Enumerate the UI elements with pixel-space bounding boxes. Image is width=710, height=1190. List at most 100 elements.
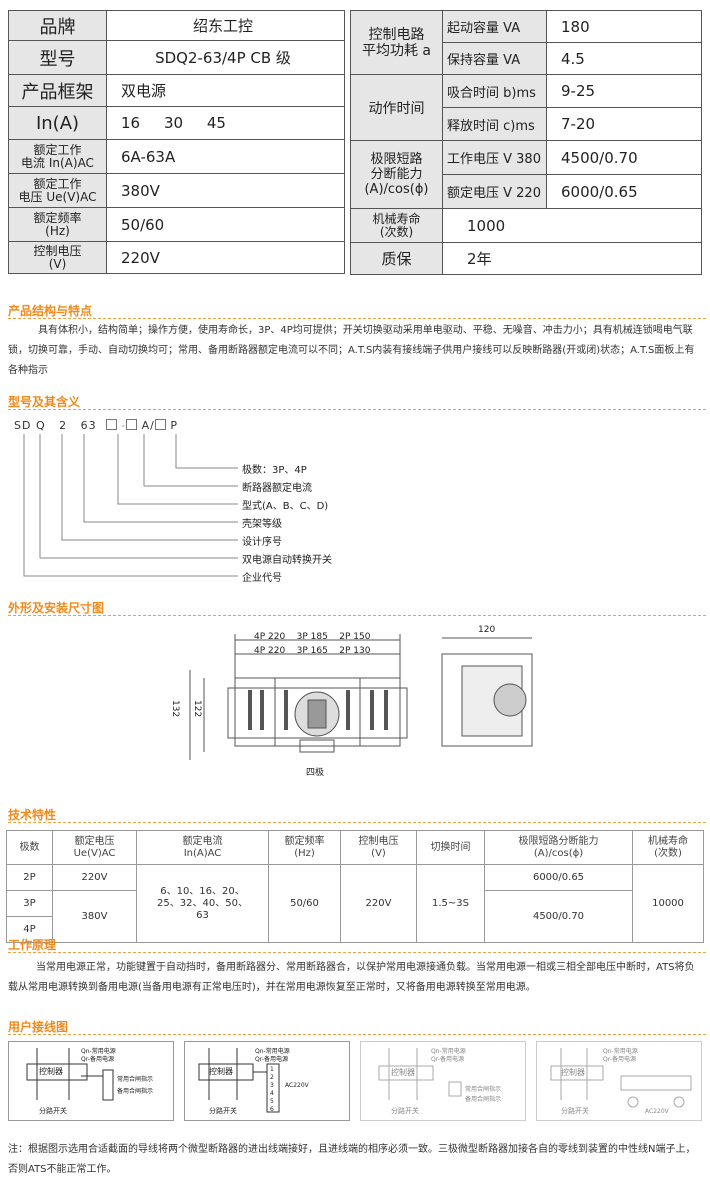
dimension-drawing [189, 634, 533, 760]
frequency-label: 额定频率(Hz) [8, 207, 107, 242]
th-voltage: 额定电压 Ue(V)AC [52, 830, 137, 865]
power-sub-2: 保持容量 VA [442, 42, 547, 75]
th-frequency: 额定频率 (Hz) [268, 830, 341, 865]
wiring-title: 用户接线图 [8, 1020, 69, 1034]
dim-caption: 四极 [306, 768, 325, 778]
model-item-design: 设计序号 [242, 537, 282, 548]
life-cell: 10000 [632, 864, 704, 943]
wiring-2-branch: 分路开关 [209, 1107, 237, 1115]
wiring-4-legend-qn: Qn-常用电源 [603, 1048, 638, 1055]
breaking-sub-2: 额定电压 V 220 [442, 174, 547, 209]
control-voltage-label: 控制电压(V) [8, 241, 107, 274]
action-value-2: 7-20 [546, 107, 702, 141]
structure-text: 具有体积小，结构简单；操作方便，使用寿命长，3P、4P均可提供；开关切换驱动采用… [8, 325, 695, 376]
breaking-value-1: 4500/0.70 [546, 140, 702, 175]
dim-top-row: 4P 220 3P 185 2P 150 [254, 632, 371, 642]
breaking-sub-1: 工作电压 V 380 [442, 140, 547, 175]
model-item-frame: 壳架等级 [242, 519, 282, 530]
wiring-2-legend-qr: Qr-备用电源 [255, 1056, 288, 1063]
life-label: 机械寿命(次数) [350, 208, 443, 243]
wiring-2-legend-qn: Qn-常用电源 [255, 1048, 290, 1055]
model-item-ats: 双电源自动转换开关 [242, 555, 332, 566]
dim-height-inner: 122 [192, 700, 202, 718]
wiring-3-branch: 分路开关 [391, 1107, 419, 1115]
rated-voltage-label: 额定工作电压 Ue(V)AC [8, 173, 107, 208]
model-item-rated-current: 断路器额定电流 [242, 483, 312, 494]
model-leader-lines [23, 434, 238, 577]
model-item-type: 型式(A、B、C、D) [242, 501, 329, 512]
wiring-diagram-1: 控制器 Qn-常用电源 Qr-备用电源 常用合闸指示 备用合闸指示 分路开关 [8, 1041, 174, 1121]
dim-height-outer: 132 [170, 700, 180, 718]
tech-table: 极数 额定电压 Ue(V)AC 额定电流 In(A)AC 额定频率 (Hz) 控… [6, 830, 704, 943]
action-value-1: 9-25 [546, 74, 702, 108]
wiring-3-legend-backup: 备用合闸指示 [465, 1096, 502, 1103]
brand-label: 品牌 [8, 10, 107, 41]
th-breaking: 极限短路分断能力 (A)/cos(ϕ) [484, 830, 633, 865]
dim-depth: 120 [478, 625, 496, 635]
power-sub-1: 起动容量 VA [442, 10, 547, 43]
frequency-cell: 50/60 [268, 864, 341, 943]
wiring-1-controller: 控制器 [39, 1067, 63, 1076]
dimensions-title: 外形及安装尺寸图 [8, 601, 105, 615]
th-poles: 极数 [6, 830, 53, 865]
wiring-4-branch: 分路开关 [561, 1107, 589, 1115]
wiring-4-controller: 控制器 [561, 1068, 585, 1077]
wiring-2-controller: 控制器 [209, 1067, 233, 1076]
th-current: 额定电流 In(A)AC [136, 830, 269, 865]
model-item-company: 企业代号 [242, 573, 282, 584]
th-control: 控制电压 (V) [340, 830, 417, 865]
wiring-4-ac220: AC220V [645, 1108, 669, 1115]
power-label: 控制电路平均功耗 a [350, 10, 443, 75]
rated-current-label: 额定工作电流 In(A)AC [8, 139, 107, 174]
brand-value: 绍东工控 [106, 10, 345, 41]
warranty-value: 2年 [442, 242, 702, 275]
frequency-value: 50/60 [106, 207, 345, 242]
wiring-1-legend-qn: Qn-常用电源 [81, 1048, 116, 1055]
action-sub-2: 释放时间 c)ms [442, 107, 547, 141]
principle-divider [8, 952, 706, 953]
power-value-2: 4.5 [546, 42, 702, 75]
th-life: 机械寿命 (次数) [632, 830, 704, 865]
model-value: SDQ2-63/4P CB 级 [106, 40, 345, 75]
wiring-1-branch: 分路开关 [39, 1107, 67, 1115]
breaking-value-2: 6000/0.65 [546, 174, 702, 209]
action-time-label: 动作时间 [350, 74, 443, 141]
control-cell: 220V [340, 864, 417, 943]
principle-title: 工作原理 [8, 938, 57, 952]
wiring-1-legend-backup: 备用合闸指示 [117, 1088, 154, 1095]
pole-2p: 2P [6, 864, 53, 891]
voltage-380: 380V [52, 890, 137, 943]
wiring-diagram-3: 控制器 Qn-常用电源 Qr-备用电源 常用合闸指示 备用合闸指示 分路开关 [360, 1041, 526, 1121]
life-value: 1000 [442, 208, 702, 243]
wiring-diagram-4: 控制器 Qn-常用电源 Qr-备用电源 AC220V 分路开关 [536, 1041, 702, 1121]
tech-title: 技术特性 [8, 808, 57, 822]
wiring-3-legend-qr: Qr-备用电源 [431, 1056, 464, 1063]
model-code: SD Q 2 63 - A/ P [14, 419, 178, 432]
wiring-3-controller: 控制器 [391, 1068, 415, 1077]
wiring-4-legend-qr: Qr-备用电源 [603, 1056, 636, 1063]
wiring-note: 注：根据图示选用合适截面的导线将两个微型断路器的进出线端接好，且进线端的相序必须… [8, 1144, 696, 1175]
pole-4p: 4P [6, 916, 53, 943]
model-item-poles: 极数：3P、4P [242, 465, 307, 476]
switch-time-cell: 1.5~3S [416, 864, 485, 943]
wiring-1-legend-main: 常用合闸指示 [117, 1076, 154, 1083]
pole-3p: 3P [6, 890, 53, 917]
breaking-380: 4500/0.70 [484, 890, 633, 943]
voltage-220: 220V [52, 864, 137, 891]
frame-label: 产品框架 [8, 74, 107, 107]
model-meaning-title: 型号及其含义 [8, 395, 81, 409]
th-switch-time: 切换时间 [416, 830, 485, 865]
model-meaning-divider [8, 409, 706, 410]
current-values: 16 30 45 [106, 106, 345, 140]
current-label: In(A) [8, 106, 107, 140]
warranty-label: 质保 [350, 242, 443, 275]
current-list: 6、10、16、20、 25、32、40、50、 63 [136, 864, 269, 943]
control-voltage-value: 220V [106, 241, 345, 274]
wiring-2-ac220: AC220V [285, 1082, 309, 1089]
rated-current-value: 6A-63A [106, 139, 345, 174]
tech-divider [8, 822, 706, 823]
wiring-1-legend-qr: Qr-备用电源 [81, 1056, 114, 1063]
